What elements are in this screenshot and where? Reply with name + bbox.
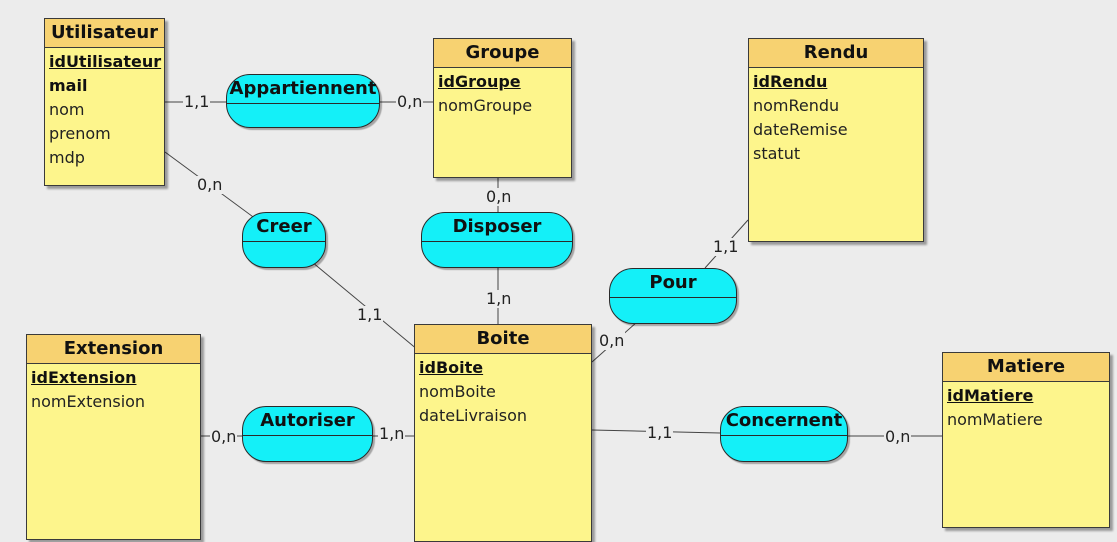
entity-title: Groupe <box>434 39 571 68</box>
primary-key-attribute: idBoite <box>419 358 484 377</box>
attribute: nomRendu <box>753 96 840 115</box>
association-label: Disposer <box>422 213 572 242</box>
attribute: mdp <box>49 148 85 167</box>
attribute: nomGroupe <box>438 96 533 115</box>
entity-boite[interactable]: Boite idBoite nomBoite dateLivraison <box>414 324 592 542</box>
cardinality-extension-autoriser: 0,n <box>210 427 238 446</box>
primary-key-attribute: idMatiere <box>947 386 1034 405</box>
association-disposer[interactable]: Disposer <box>421 212 573 268</box>
cardinality-matiere-concernent: 0,n <box>884 427 912 446</box>
entity-groupe[interactable]: Groupe idGroupe nomGroupe <box>433 38 572 178</box>
attribute: nom <box>49 100 85 119</box>
entity-rendu[interactable]: Rendu idRendu nomRendu dateRemise statut <box>748 38 924 242</box>
cardinality-boite-pour: 0,n <box>598 331 626 350</box>
cardinality-utilisateur-creer: 0,n <box>196 175 224 194</box>
cardinality-rendu-pour: 1,1 <box>712 237 740 256</box>
entity-title: Extension <box>27 335 200 364</box>
primary-key-attribute: idRendu <box>753 72 828 91</box>
association-pour[interactable]: Pour <box>609 268 737 324</box>
attribute-list: idUtilisateur mail nom prenom mdp <box>45 48 164 170</box>
association-label: Creer <box>243 213 325 242</box>
attribute-list: idBoite nomBoite dateLivraison <box>415 354 591 428</box>
cardinality-boite-concernent: 1,1 <box>646 423 674 442</box>
primary-key-attribute: idUtilisateur <box>49 52 162 71</box>
attribute: prenom <box>49 124 111 143</box>
attribute: dateRemise <box>753 120 848 139</box>
attribute: nomBoite <box>419 382 496 401</box>
association-label: Pour <box>610 269 736 298</box>
attribute-list: idGroupe nomGroupe <box>434 68 571 118</box>
attribute-list: idMatiere nomMatiere <box>943 382 1109 432</box>
association-appartiennent[interactable]: Appartiennent <box>226 74 380 128</box>
attribute-list: idRendu nomRendu dateRemise statut <box>749 68 923 166</box>
entity-title: Matiere <box>943 353 1109 382</box>
cardinality-boite-creer: 1,1 <box>356 305 384 324</box>
cardinality-groupe-appartiennent: 0,n <box>396 92 424 111</box>
entity-title: Utilisateur <box>45 19 164 48</box>
attribute-list: idExtension nomExtension <box>27 364 200 414</box>
cardinality-boite-autoriser: 1,n <box>378 424 406 443</box>
entity-matiere[interactable]: Matiere idMatiere nomMatiere <box>942 352 1110 528</box>
association-label: Concernent <box>721 407 847 436</box>
attribute: mail <box>49 76 88 95</box>
primary-key-attribute: idExtension <box>31 368 137 387</box>
attribute: dateLivraison <box>419 406 527 425</box>
association-autoriser[interactable]: Autoriser <box>242 406 373 462</box>
attribute: nomMatiere <box>947 410 1043 429</box>
attribute: statut <box>753 144 801 163</box>
association-label: Appartiennent <box>227 75 379 104</box>
association-label: Autoriser <box>243 407 372 436</box>
entity-extension[interactable]: Extension idExtension nomExtension <box>26 334 201 540</box>
entity-title: Rendu <box>749 39 923 68</box>
cardinality-utilisateur-appartiennent: 1,1 <box>183 92 211 111</box>
association-concernent[interactable]: Concernent <box>720 406 848 462</box>
cardinality-boite-disposer: 1,n <box>485 289 513 308</box>
entity-utilisateur[interactable]: Utilisateur idUtilisateur mail nom prenom md… <box>44 18 165 186</box>
entity-title: Boite <box>415 325 591 354</box>
association-creer[interactable]: Creer <box>242 212 326 268</box>
cardinality-groupe-disposer: 0,n <box>485 187 513 206</box>
attribute: nomExtension <box>31 392 146 411</box>
primary-key-attribute: idGroupe <box>438 72 521 91</box>
